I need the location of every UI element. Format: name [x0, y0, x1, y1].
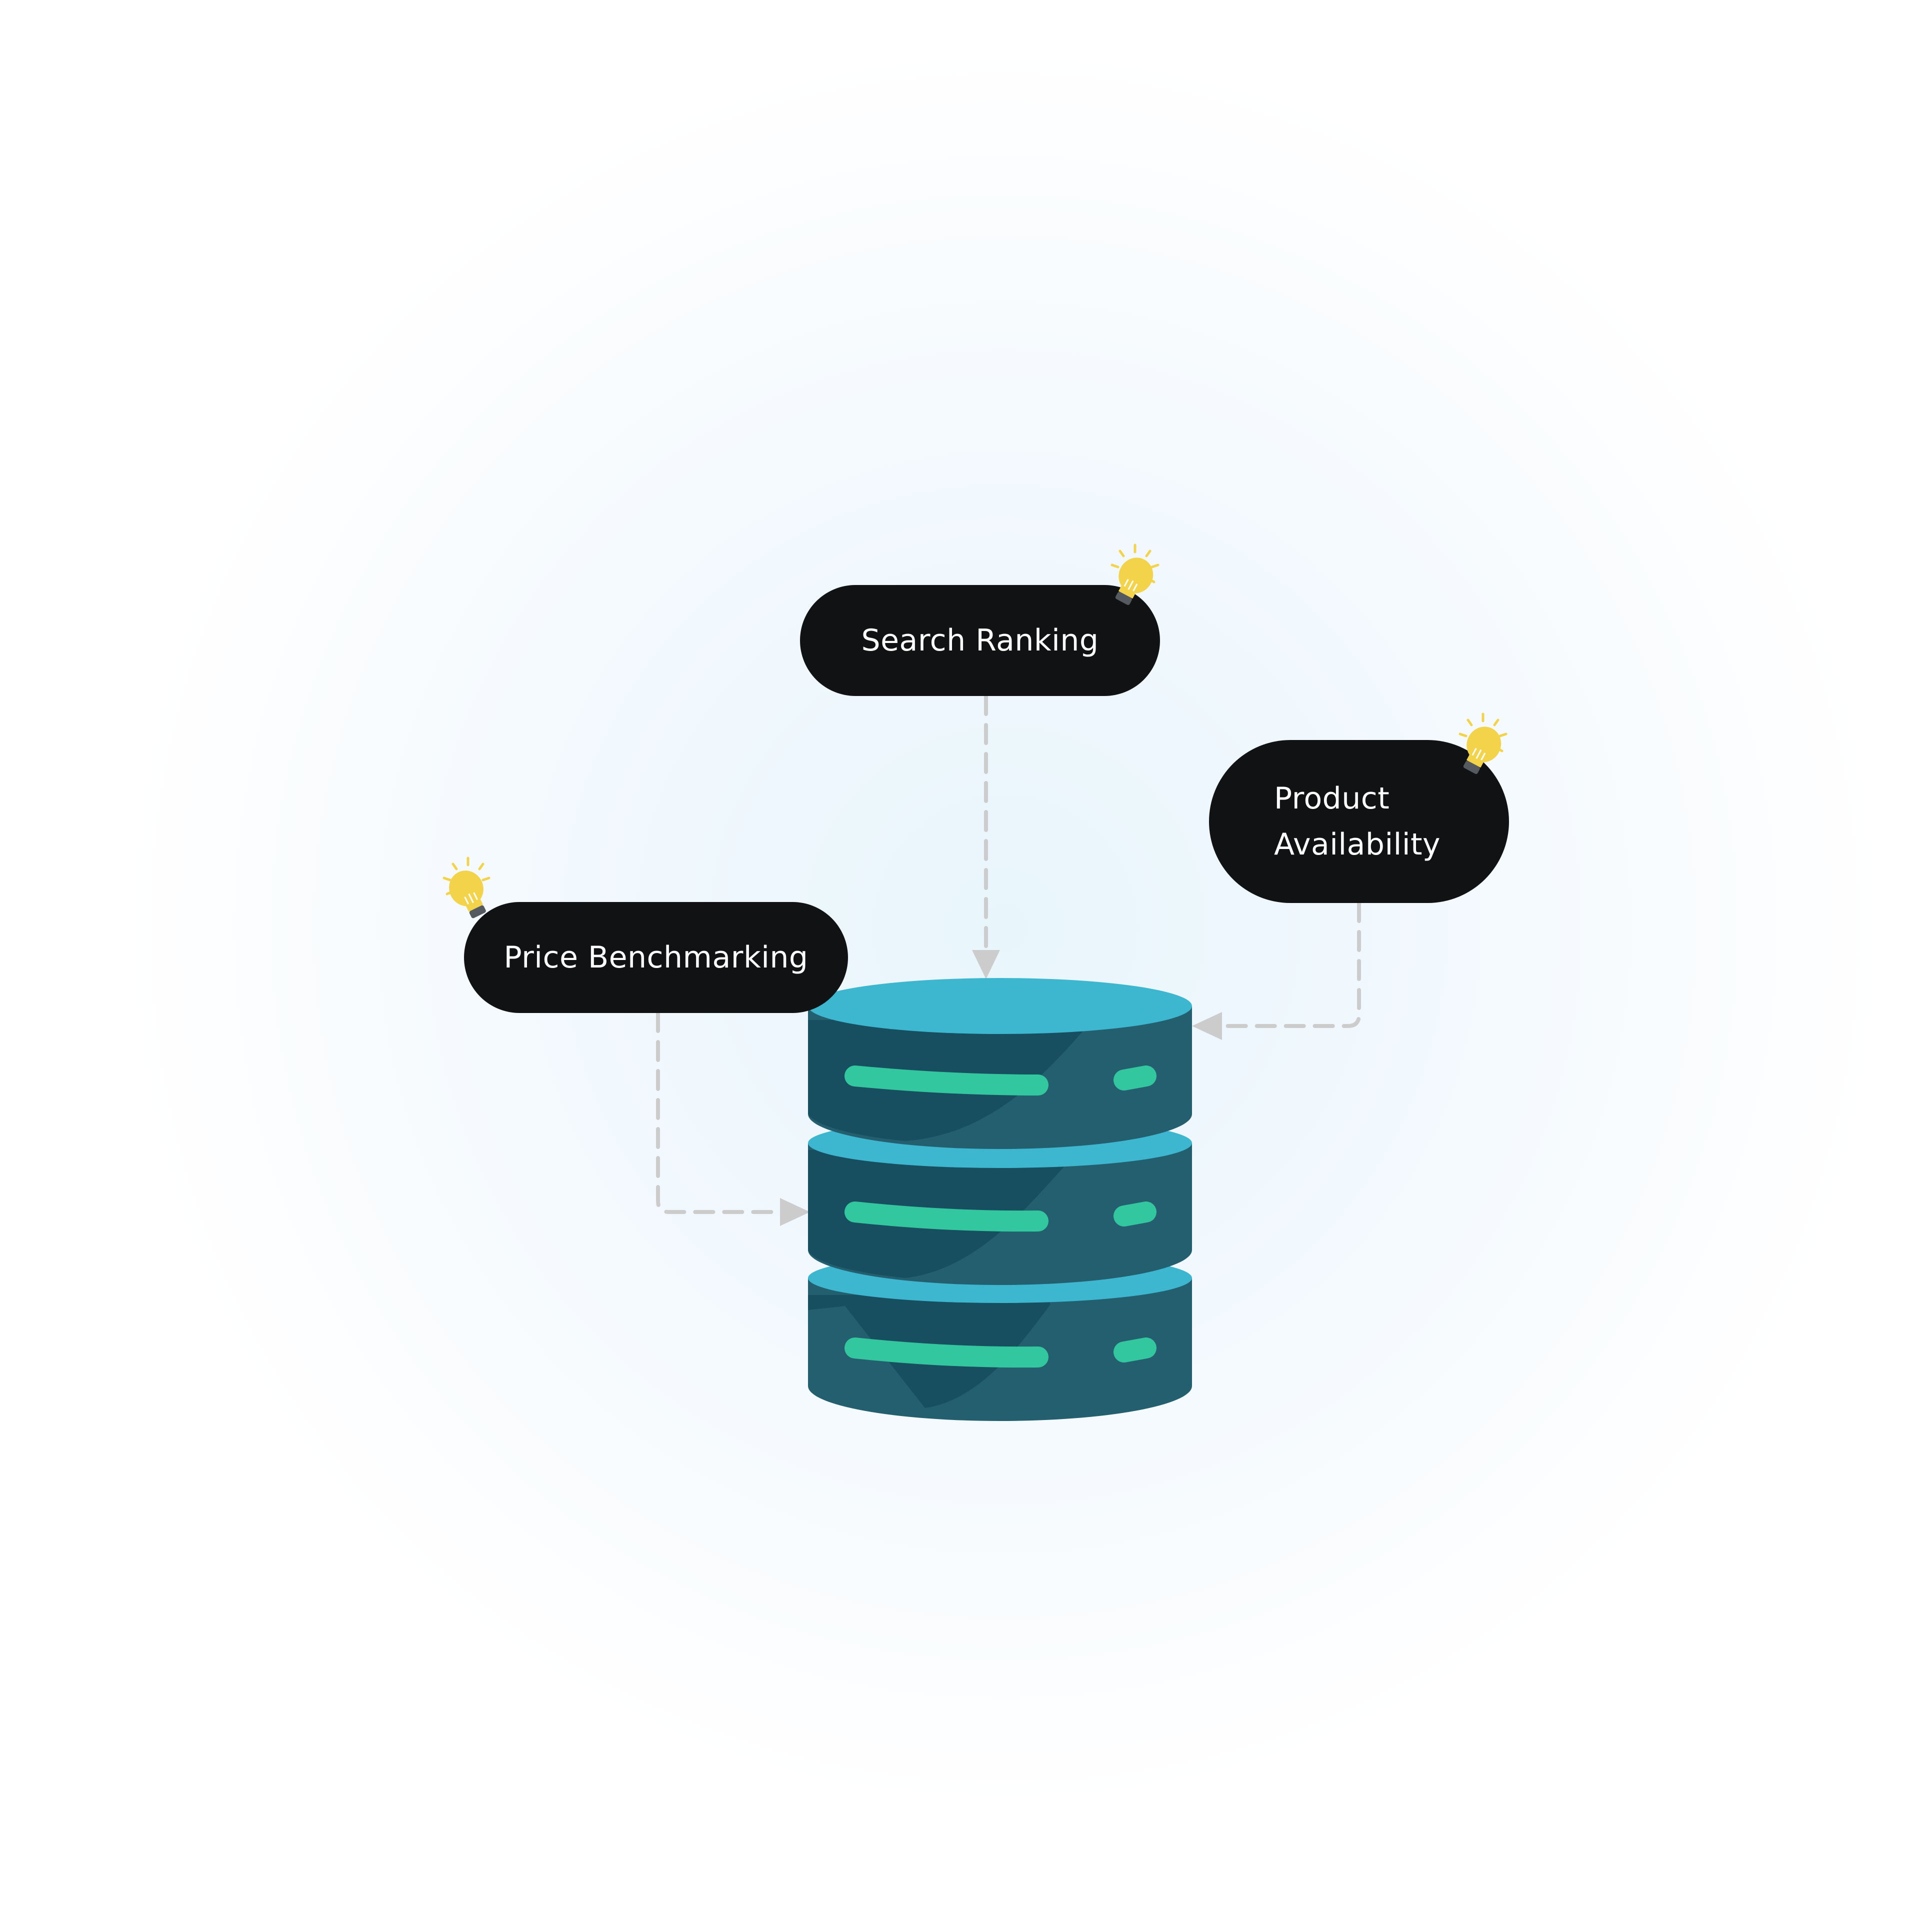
node-product-availability-label-line2: Availability: [1274, 827, 1441, 862]
arrowhead-product: [1192, 1012, 1222, 1040]
node-price-benchmarking-label: Price Benchmarking: [504, 940, 808, 975]
database-layer-1: [808, 978, 1192, 1149]
lightbulb-icon: [1458, 712, 1508, 774]
node-product-availability-label: Product Availability: [1274, 776, 1440, 868]
node-search-ranking: Search Ranking: [800, 585, 1160, 696]
node-product-availability-label-line1: Product: [1274, 781, 1390, 816]
node-product-availability: Product Availability: [1209, 740, 1509, 903]
connectors: [656, 694, 1361, 1214]
node-search-ranking-label: Search Ranking: [861, 623, 1099, 658]
connector-price-to-db: [656, 1011, 782, 1214]
arrowheads: [780, 950, 1222, 1226]
lightbulb-icon: [442, 856, 490, 918]
arrowhead-price: [780, 1198, 810, 1226]
database-icon: [808, 978, 1192, 1421]
lightbulb-icon: [1110, 544, 1160, 606]
connector-product-to-db: [1218, 901, 1361, 1028]
node-price-benchmarking: Price Benchmarking: [464, 902, 848, 1013]
arrowhead-search: [972, 950, 1000, 979]
